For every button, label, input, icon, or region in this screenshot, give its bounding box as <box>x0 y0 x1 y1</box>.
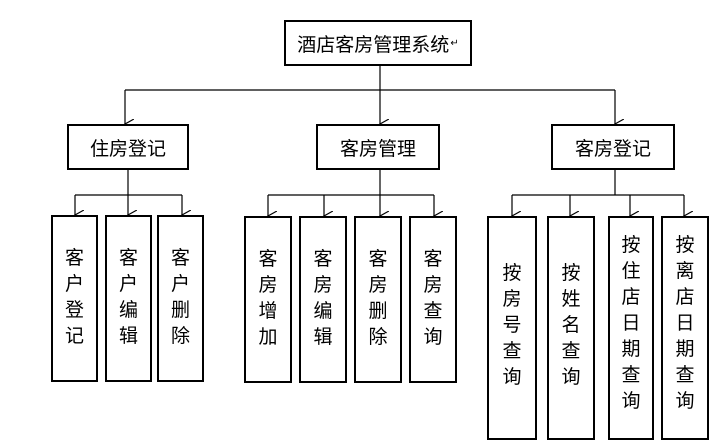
leaf-label: 按离店日期查询 <box>675 234 695 412</box>
leaf-node: 客房查询 <box>409 216 457 383</box>
leaf-label: 客房增加 <box>258 248 278 348</box>
leaf-node: 客房增加 <box>244 216 292 383</box>
root-node: 酒店客房管理系统↵ <box>284 20 472 66</box>
leaf-label: 客房查询 <box>423 248 443 348</box>
module-label: 客房管理 <box>339 137 416 160</box>
leaf-node: 客户登记 <box>51 215 98 382</box>
leaf-node: 客户编辑 <box>105 215 152 382</box>
module-label: 客房登记 <box>574 137 651 160</box>
leaf-label: 按姓名查询 <box>561 262 581 388</box>
module-label: 住房登记 <box>89 137 166 160</box>
leaf-node: 按姓名查询 <box>547 216 595 440</box>
leaf-node: 客户删除 <box>157 215 204 382</box>
module-node-room-registration: 客房登记 <box>551 124 675 170</box>
leaf-node: 按离店日期查询 <box>661 216 709 440</box>
module-node-room-management: 客房管理 <box>316 124 440 170</box>
leaf-label: 按房号查询 <box>502 262 522 388</box>
leaf-label: 客户登记 <box>64 247 84 347</box>
leaf-label: 客户编辑 <box>118 247 138 347</box>
leaf-label: 客房编辑 <box>313 248 333 348</box>
leaf-node: 按房号查询 <box>487 216 537 440</box>
root-title: 酒店客房管理系统 <box>297 33 450 56</box>
leaf-node: 按住店日期查询 <box>608 216 654 440</box>
leaf-label: 客户删除 <box>170 247 190 347</box>
leaf-node: 客房编辑 <box>299 216 347 383</box>
leaf-label: 按住店日期查询 <box>621 234 641 412</box>
module-node-checkin: 住房登记 <box>67 124 189 170</box>
leaf-label: 客房删除 <box>368 248 388 348</box>
leaf-node: 客房删除 <box>354 216 402 383</box>
